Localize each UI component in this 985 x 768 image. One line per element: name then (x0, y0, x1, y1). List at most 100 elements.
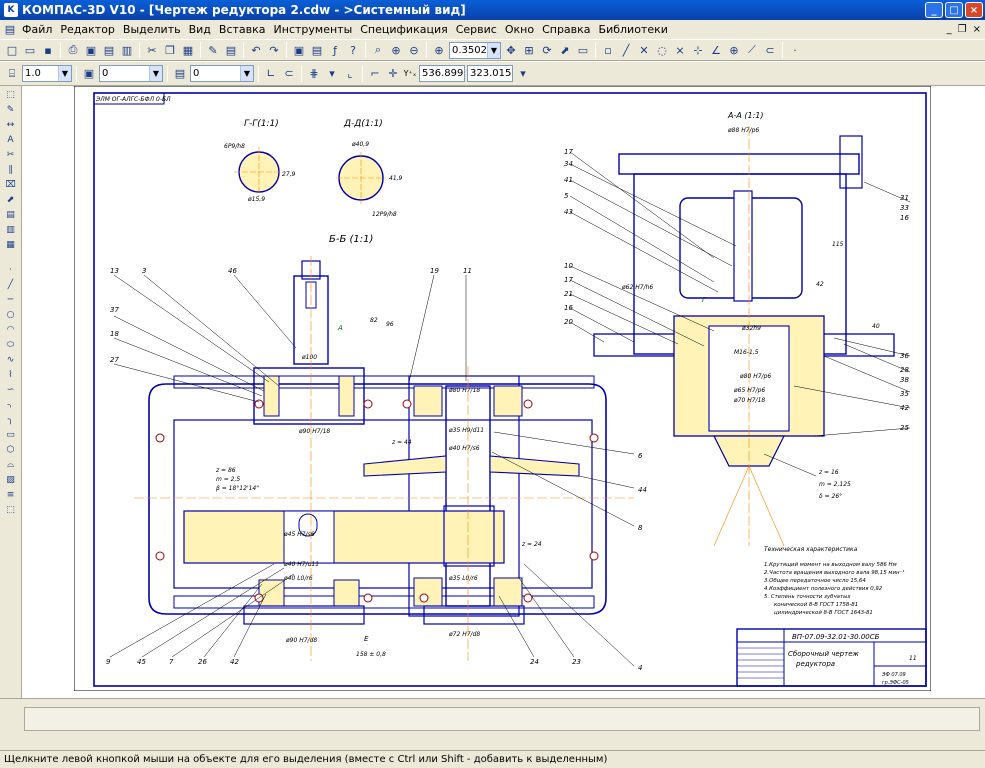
circle-icon[interactable]: ○ (6, 309, 15, 320)
collect-contour-icon[interactable]: ⬚ (6, 504, 15, 515)
style-combo[interactable]: 1.0 ▼ (22, 65, 72, 82)
menu-service[interactable]: Сервис (455, 23, 497, 36)
redo-icon[interactable]: ↷ (269, 43, 279, 57)
mdi-restore-icon[interactable]: ❐ (957, 24, 967, 35)
menu-libraries[interactable]: Библиотеки (598, 23, 668, 36)
more-icon[interactable]: · (793, 43, 797, 57)
zoom-scale-icon[interactable]: ⊕ (434, 43, 444, 57)
contour-icon[interactable]: ⌓ (6, 459, 15, 470)
menu-window[interactable]: Окно (504, 23, 535, 36)
library-icon[interactable]: ▤ (311, 43, 323, 57)
properties-panel-content[interactable] (24, 707, 980, 731)
menu-view[interactable]: Вид (188, 23, 211, 36)
mdi-minimize-icon[interactable]: _ (946, 24, 952, 35)
zoom-combo[interactable]: 0.3502 ▼ (449, 41, 501, 59)
menu-specification[interactable]: Спецификация (360, 23, 448, 36)
snap-angle-icon[interactable]: ∠ (711, 43, 721, 57)
fit-icon[interactable]: ⊞ (524, 43, 534, 57)
cursor-coords-icon[interactable]: ✛ (388, 67, 398, 80)
grid-icon[interactable]: ⋕ (309, 67, 319, 80)
polygon-icon[interactable]: ⬡ (6, 444, 15, 455)
print-icon[interactable]: ⎙ (68, 43, 78, 56)
spline-icon[interactable]: ∿ (6, 354, 15, 365)
document-icon[interactable]: ▤ (4, 23, 16, 36)
view-state-icon[interactable]: ▤ (174, 67, 186, 80)
select-mode-icon[interactable]: ⬈ (6, 194, 15, 205)
equidistant-icon[interactable]: ≡ (6, 489, 15, 500)
zoom-out-icon[interactable]: ⊖ (409, 43, 419, 57)
layer-state-icon[interactable]: ▣ (83, 67, 95, 80)
edit-icon[interactable]: ✂ (6, 149, 15, 160)
snap-point-icon[interactable]: ▫ (604, 43, 612, 57)
manager-icon[interactable]: ▣ (293, 43, 305, 57)
snap-line-icon[interactable]: ╱ (622, 43, 630, 57)
chevron-down-icon[interactable]: ▼ (240, 66, 253, 81)
x-coordinate-field[interactable]: 536.899 (419, 65, 465, 82)
undo-icon[interactable]: ↶ (251, 43, 261, 57)
menu-file[interactable]: Файл (22, 23, 53, 36)
pan-icon[interactable]: ✥ (506, 43, 516, 57)
chevron-down-icon[interactable]: ▼ (58, 66, 71, 81)
spec-icon[interactable]: ▤ (6, 209, 15, 220)
layer-combo[interactable]: 0 ▼ (99, 65, 163, 82)
local-cs-icon[interactable]: ⌞ (347, 67, 353, 80)
snap-grid-icon[interactable]: ⊹ (693, 43, 703, 57)
page-icon[interactable]: ▤ (103, 43, 115, 57)
rectangle-icon[interactable]: ▭ (6, 429, 15, 440)
drawing-sheet[interactable]: ЭЛМ ОГ-АЛГС-БФЛ 0-БЛ Г-Г(1:1) 6P9/h8 ø15… (74, 86, 931, 691)
reports-icon[interactable]: ▥ (6, 224, 15, 235)
ellipse-icon[interactable]: ⬭ (6, 339, 15, 350)
fillet-icon[interactable]: ╮ (7, 414, 14, 425)
paste-icon[interactable]: ▦ (182, 43, 194, 57)
view-combo[interactable]: 0 ▼ (190, 65, 254, 82)
geometry-icon[interactable]: ✎ (6, 104, 15, 115)
ortho-icon[interactable]: ∟ (266, 67, 276, 80)
orthogonal-icon[interactable]: ⌐ (370, 67, 380, 80)
polyline-icon[interactable]: ⌇ (8, 369, 13, 380)
menu-help[interactable]: Справка (542, 23, 591, 36)
minimize-button[interactable]: _ (925, 2, 943, 18)
close-button[interactable]: × (965, 2, 983, 18)
point-icon[interactable]: · (9, 264, 12, 275)
format-brush-icon[interactable]: ✎ (208, 43, 218, 57)
chevron-down-icon[interactable]: ▼ (487, 42, 500, 58)
copy-icon[interactable]: ❐ (165, 43, 175, 57)
toolbar-options-icon[interactable]: ▾ (520, 67, 526, 80)
save-icon[interactable]: ▪ (44, 43, 52, 57)
insert-icon[interactable]: ▦ (6, 239, 15, 250)
menu-select[interactable]: Выделить (122, 23, 181, 36)
preview-icon[interactable]: ▣ (85, 43, 97, 57)
symbols-icon[interactable]: A (7, 134, 14, 145)
properties-icon[interactable]: ▥ (121, 43, 133, 57)
kompas-app-icon[interactable]: K (4, 3, 18, 17)
measure-icon[interactable]: ⌧ (5, 179, 16, 190)
variables-icon[interactable]: ƒ (333, 43, 337, 57)
layer-icon[interactable]: ▭ (577, 43, 589, 57)
bezier-icon[interactable]: ∽ (6, 384, 15, 395)
mdi-close-icon[interactable]: × (972, 24, 981, 35)
select-icon[interactable]: ⬈ (560, 43, 570, 57)
menu-insert[interactable]: Вставка (218, 23, 266, 36)
new-file-icon[interactable]: □ (6, 43, 18, 57)
maximize-button[interactable]: □ (945, 2, 963, 18)
align-icon[interactable]: ⌸ (8, 66, 16, 80)
y-coordinate-field[interactable]: 323.015 (467, 65, 513, 82)
snap-center-icon[interactable]: ⊕ (729, 43, 739, 57)
menu-tools[interactable]: Инструменты (273, 23, 353, 36)
drawing-area[interactable]: ЭЛМ ОГ-АЛГС-БФЛ 0-БЛ Г-Г(1:1) 6P9/h8 ø15… (22, 86, 985, 698)
segment-icon[interactable]: ─ (7, 294, 14, 305)
grid-menu-icon[interactable]: ▾ (329, 67, 335, 80)
refresh-icon[interactable]: ⟳ (542, 43, 552, 57)
calc-icon[interactable]: ▤ (225, 43, 237, 57)
menu-edit[interactable]: Редактор (60, 23, 115, 36)
snap-cross-icon[interactable]: ⨯ (675, 43, 685, 57)
select-tool-icon[interactable]: ⬚ (6, 89, 15, 100)
chamfer-icon[interactable]: ⌍ (6, 399, 15, 410)
hatch-icon[interactable]: ▨ (6, 474, 15, 485)
snap-tangent-icon[interactable]: ⟋ (748, 43, 756, 56)
snap-circle-icon[interactable]: ◌ (657, 43, 667, 57)
dimensions-icon[interactable]: ↔ (6, 119, 15, 130)
help-cursor-icon[interactable]: ? (350, 43, 356, 57)
zoom-icon[interactable]: ⌕ (374, 43, 382, 56)
snap-intersect-icon[interactable]: ✕ (639, 43, 649, 57)
